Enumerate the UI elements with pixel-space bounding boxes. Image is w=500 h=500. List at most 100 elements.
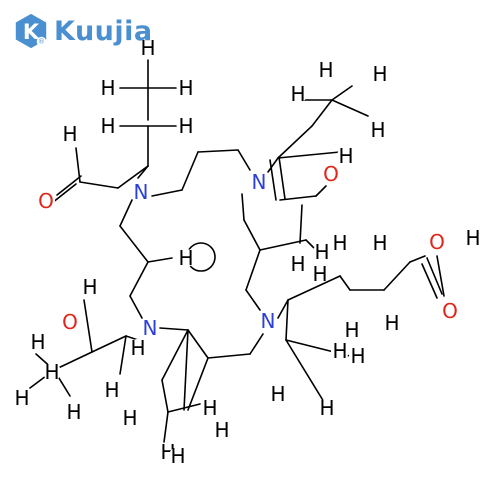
atom-label: H: [290, 252, 305, 276]
atom-label: O: [323, 162, 339, 186]
atom-label: H: [178, 246, 193, 270]
atom-hydrogen: H: [269, 382, 287, 406]
atom-label: H: [314, 240, 329, 264]
bond-line: [117, 165, 149, 189]
bond-line: [245, 249, 261, 291]
bond-line: [277, 299, 289, 319]
atom-label: H: [30, 330, 45, 354]
atom-hydrogen: H: [383, 311, 401, 335]
atom-label: H: [332, 339, 347, 363]
atom-label: H: [44, 360, 59, 384]
brand-logo: K ® Kuujia: [12, 12, 153, 50]
atom-label: O: [62, 310, 78, 334]
bond-line: [91, 335, 127, 353]
bond-line: [285, 299, 289, 341]
bond-line: [151, 189, 183, 197]
atom-hydrogen: H: [371, 231, 389, 255]
bond-line: [119, 335, 127, 375]
atom-hydrogen: H: [464, 226, 482, 250]
bond-line: [436, 255, 445, 297]
svg-text:K: K: [23, 20, 40, 44]
bond-line: [279, 195, 317, 201]
atom-label: H: [14, 386, 29, 410]
bond-line: [187, 357, 209, 411]
atom-label: O: [429, 230, 445, 254]
bond-line: [277, 125, 313, 159]
atom-hydrogen: H: [61, 122, 79, 146]
atom-label: H: [178, 76, 193, 100]
bond-line: [421, 263, 438, 299]
atom-label: H: [202, 396, 217, 420]
atom-label: N: [252, 170, 267, 194]
bond-line: [426, 257, 443, 295]
svg-text:®: ®: [38, 37, 45, 45]
bond-line: [331, 99, 369, 117]
bond-line: [249, 333, 264, 355]
atom-nitrogen: N: [259, 309, 277, 333]
bond-line: [119, 199, 133, 227]
bond-line: [83, 299, 93, 353]
atom-hydrogen: H: [213, 418, 231, 442]
bond-line: [119, 225, 149, 263]
bond-line: [241, 193, 245, 221]
bond-line: [159, 327, 189, 331]
atom-hydrogen: H: [313, 240, 331, 264]
kuujia-logo-icon: K ®: [15, 13, 47, 49]
atom-label: H: [465, 226, 480, 250]
bond-line: [259, 239, 307, 251]
atom-label: H: [290, 82, 305, 106]
atom-label: H: [318, 58, 333, 82]
bond-line: [147, 257, 173, 263]
atom-label: H: [170, 444, 185, 468]
atom-label: H: [344, 318, 359, 342]
bond-line: [409, 255, 426, 263]
atom-hydrogen: H: [81, 275, 99, 299]
atom-hydrogen: H: [201, 396, 219, 420]
atom-hydrogen: H: [289, 252, 307, 276]
bond-line: [277, 151, 341, 159]
atom-label: H: [319, 396, 334, 420]
atom-hydrogen: H: [65, 400, 83, 424]
bond-line: [243, 219, 261, 251]
atom-nitrogen: N: [132, 180, 150, 204]
atom-hydrogen: H: [43, 360, 61, 384]
atom-label: H: [312, 262, 327, 286]
atom-label: H: [338, 144, 353, 168]
atom-nitrogen: N: [250, 170, 268, 194]
atom-hydrogen: H: [103, 378, 121, 402]
atom-label: H: [130, 336, 145, 360]
atom-label: N: [134, 180, 149, 204]
atom-hydrogen: H: [99, 76, 117, 100]
bond-line: [51, 183, 77, 204]
atom-hydrogen: H: [349, 344, 367, 368]
atom-hydrogen: H: [29, 330, 47, 354]
atom-label: H: [370, 118, 385, 142]
bond-line: [161, 379, 169, 413]
bond-line: [53, 351, 93, 371]
atom-label: H: [270, 382, 285, 406]
atom-nitrogen: N: [141, 316, 159, 340]
bond-line: [285, 339, 325, 403]
atom-hydrogen: H: [331, 339, 349, 363]
bond-line: [269, 159, 277, 201]
atom-oxygen: O: [37, 189, 55, 213]
bond-line: [278, 156, 286, 200]
bond-line: [287, 275, 341, 301]
bond-layer: [29, 59, 445, 443]
atom-hydrogen: H: [121, 406, 139, 430]
bond-line: [56, 175, 82, 196]
atom-label: H: [62, 122, 77, 146]
atom-label: N: [143, 316, 158, 340]
bond-line: [163, 411, 169, 443]
atom-label: H: [332, 231, 347, 255]
atom-label: H: [350, 344, 365, 368]
atom-hydrogen: H: [337, 144, 355, 168]
atom-label: H: [178, 114, 193, 138]
atom-oxygen: O: [428, 230, 446, 254]
atom-label: H: [100, 114, 115, 138]
atom-hydrogen: H: [177, 246, 195, 270]
bond-line: [137, 165, 149, 179]
atom-label: H: [384, 311, 399, 335]
